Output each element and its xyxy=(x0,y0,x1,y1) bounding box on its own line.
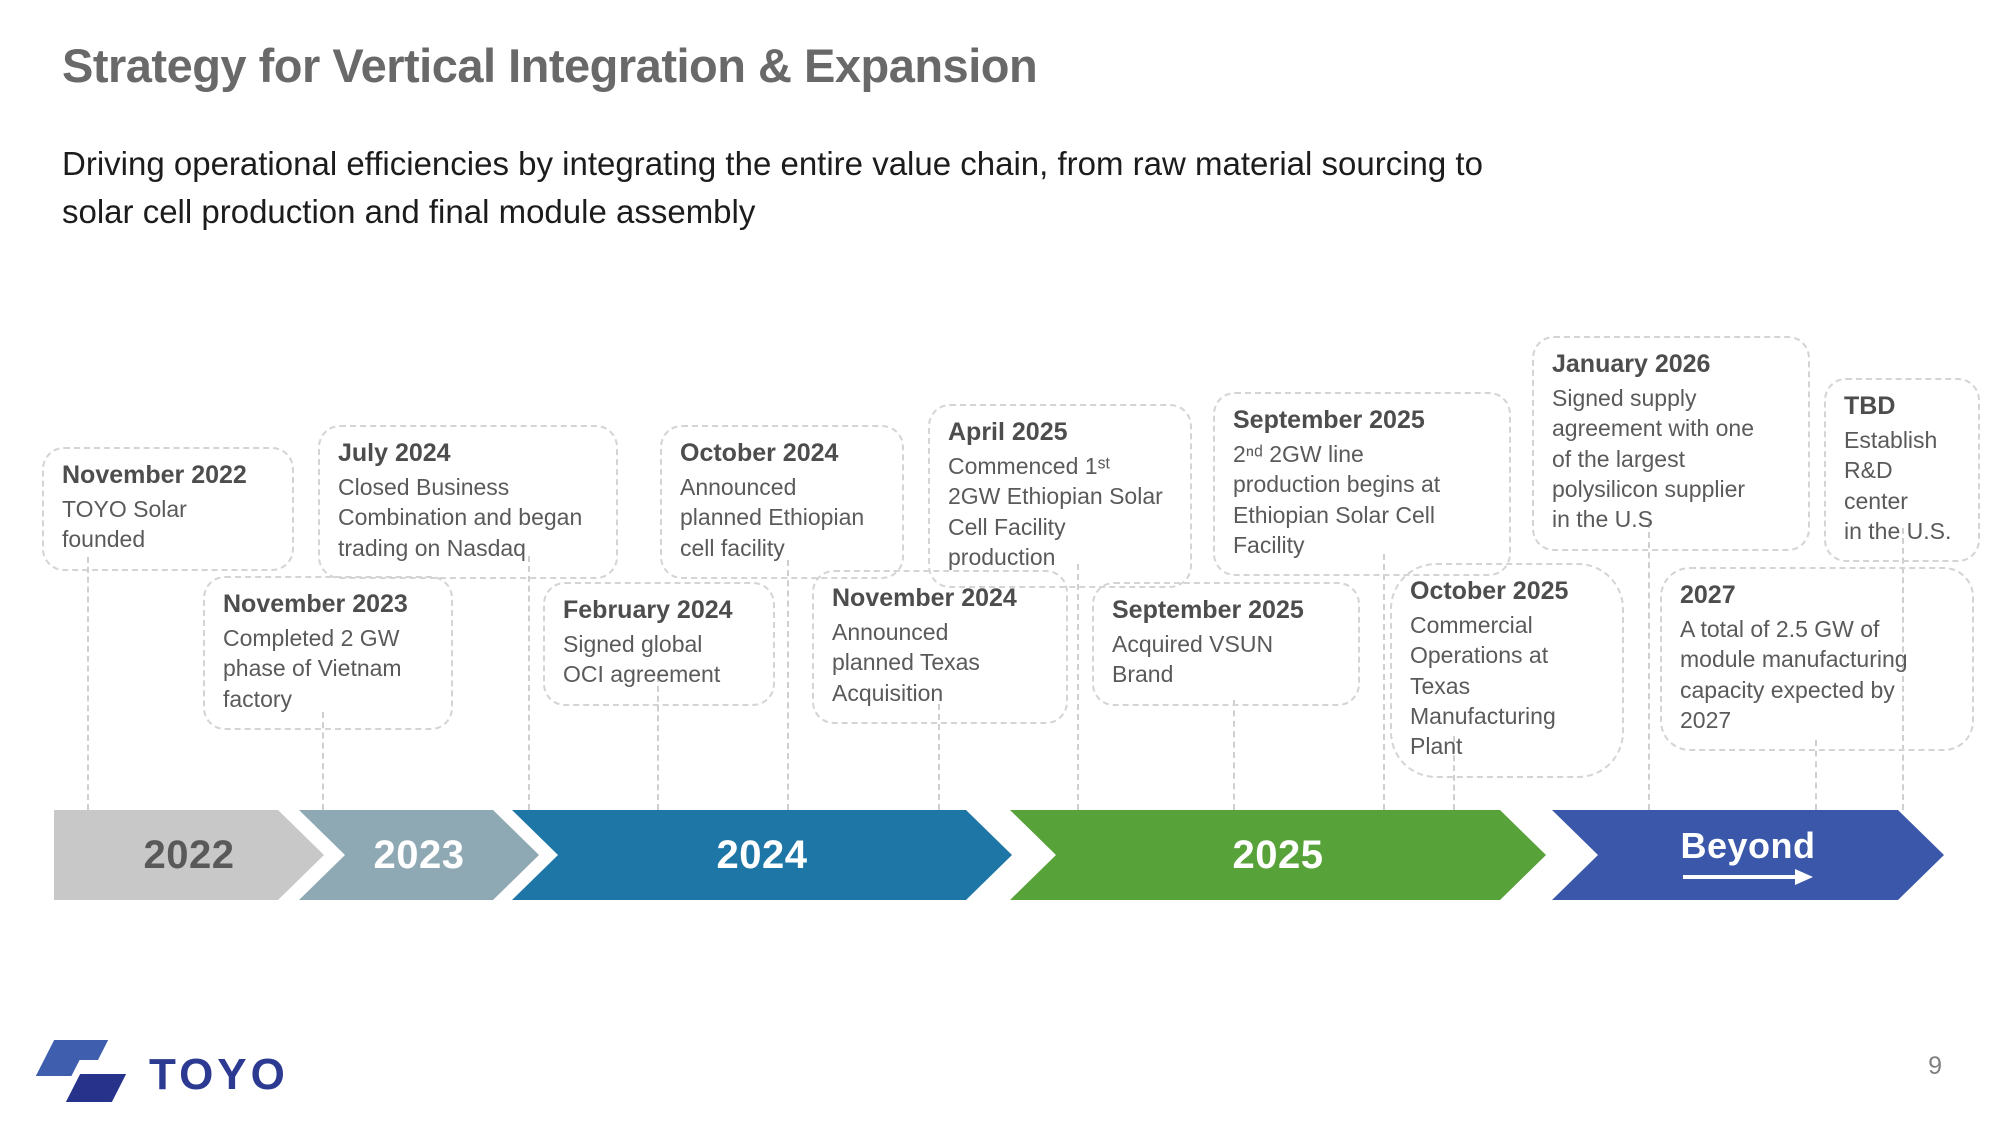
event-date: October 2024 xyxy=(680,439,839,467)
arrow-label: Beyond xyxy=(1680,825,1816,866)
timeline-arrow-beyond: Beyond xyxy=(1552,810,1944,900)
connector-line xyxy=(87,557,89,810)
beyond-arrow-icon xyxy=(1683,869,1813,885)
subtitle: Driving operational efficiencies by inte… xyxy=(62,145,1483,230)
timeline-event-january-2026: January 2026 Signed supply agreement wit… xyxy=(1532,336,1810,551)
timeline-event-september-2025-vsun: September 2025 Acquired VSUN Brand xyxy=(1092,582,1360,706)
event-description: 2ⁿᵈ 2GW line production begins at Ethiop… xyxy=(1233,441,1441,559)
arrow-label: 2022 xyxy=(143,832,235,877)
toyo-logo: TOYO xyxy=(35,1036,289,1108)
timeline-arrow-2023: 2023 xyxy=(299,810,539,900)
event-description: Completed 2 GW phase of Vietnam factory xyxy=(223,625,402,712)
timeline-event-february-2024: February 2024 Signed global OCI agreemen… xyxy=(543,582,775,706)
timeline-event-november-2023: November 2023 Completed 2 GW phase of Vi… xyxy=(203,576,453,731)
event-date: July 2024 xyxy=(338,439,451,467)
connector-line xyxy=(1648,522,1650,810)
logo-shape-light xyxy=(35,1040,109,1076)
connector-line xyxy=(322,712,324,810)
timeline-event-tbd: TBD Establish R&D center in the U.S. xyxy=(1824,378,1980,563)
timeline-event-november-2024: November 2024 Announced planned Texas Ac… xyxy=(812,570,1068,725)
timeline-arrow-2025: 2025 xyxy=(1010,810,1546,900)
event-date: February 2024 xyxy=(563,596,733,624)
event-description: Acquired VSUN Brand xyxy=(1112,631,1274,688)
event-description: Commenced 1ˢᵗ 2GW Ethiopian Solar Cell F… xyxy=(948,453,1163,571)
connector-line xyxy=(1453,736,1455,810)
timeline-event-july-2024: July 2024 Closed Business Combination an… xyxy=(318,425,618,580)
event-date: 2027 xyxy=(1680,581,1736,609)
connector-line xyxy=(1902,528,1904,810)
logo-text: TOYO xyxy=(149,1050,289,1099)
event-date: September 2025 xyxy=(1233,406,1425,434)
event-description: Signed supply agreement with one of the … xyxy=(1552,385,1755,533)
connector-line xyxy=(1077,564,1079,810)
event-date: November 2022 xyxy=(62,461,247,489)
connector-line xyxy=(1233,700,1235,810)
timeline-event-september-2025-line: September 2025 2ⁿᵈ 2GW line production b… xyxy=(1213,392,1511,577)
connector-line xyxy=(528,556,530,810)
toyo-logo-icon xyxy=(35,1036,127,1108)
page-title: Strategy for Vertical Integration & Expa… xyxy=(62,39,1038,92)
page-number: 9 xyxy=(1928,1052,1942,1080)
event-description: Commercial Operations at Texas Manufactu… xyxy=(1410,612,1556,760)
logo-shape-dark xyxy=(65,1074,127,1102)
timeline-arrow-2024: 2024 xyxy=(512,810,1012,900)
event-description: Announced planned Texas Acquisition xyxy=(832,619,980,706)
arrow-label: 2025 xyxy=(1232,832,1324,877)
event-description: TOYO Solar founded xyxy=(62,496,187,553)
event-date: October 2025 xyxy=(1410,577,1569,605)
arrow-label: 2023 xyxy=(373,832,465,877)
event-description: Closed Business Combination and began tr… xyxy=(338,474,583,561)
timeline-arrow-2022: 2022 xyxy=(54,810,324,900)
arrow-label: 2024 xyxy=(716,832,808,877)
timeline-event-april-2025: April 2025 Commenced 1ˢᵗ 2GW Ethiopian S… xyxy=(928,404,1192,589)
timeline-event-october-2024: October 2024 Announced planned Ethiopian… xyxy=(660,425,904,580)
connector-line xyxy=(787,560,789,810)
connector-line xyxy=(1815,740,1817,810)
event-description: Signed global OCI agreement xyxy=(563,631,721,688)
event-date: November 2023 xyxy=(223,590,408,618)
connector-line xyxy=(657,676,659,810)
connector-line xyxy=(938,704,940,810)
event-date: November 2024 xyxy=(832,584,1017,612)
timeline-event-october-2025: October 2025 Commercial Operations at Te… xyxy=(1390,563,1624,778)
event-date: January 2026 xyxy=(1552,350,1711,378)
timeline-event-2027: 2027 A total of 2.5 GW of module manufac… xyxy=(1660,567,1974,752)
event-description: Establish R&D center in the U.S. xyxy=(1844,427,1952,545)
event-description: Announced planned Ethiopian cell facilit… xyxy=(680,474,865,561)
event-date: April 2025 xyxy=(948,418,1068,446)
event-description: A total of 2.5 GW of module manufacturin… xyxy=(1680,616,1908,734)
event-date: TBD xyxy=(1844,392,1896,420)
timeline-event-november-2022: November 2022 TOYO Solar founded xyxy=(42,447,294,571)
connector-line xyxy=(1383,554,1385,810)
event-date: September 2025 xyxy=(1112,596,1304,624)
